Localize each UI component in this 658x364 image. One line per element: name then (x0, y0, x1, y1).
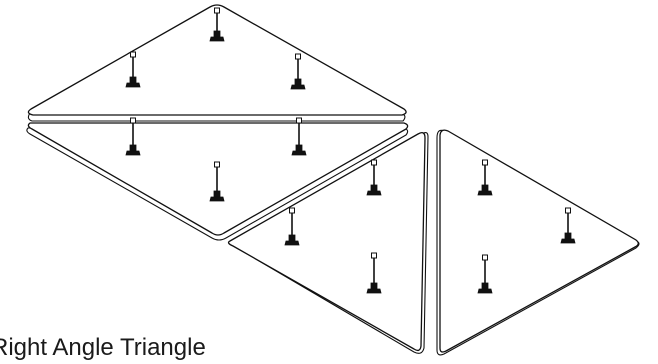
mounting-post (366, 252, 382, 294)
mounting-post (284, 207, 300, 246)
mount-base (366, 190, 382, 196)
mount-cap (295, 53, 301, 60)
mount-clip (213, 30, 221, 38)
mount-base (366, 288, 382, 294)
mount-base (560, 238, 576, 244)
mount-base (284, 240, 300, 246)
mount-base (125, 82, 141, 88)
mount-base (209, 36, 225, 42)
right-triangle-panel (436, 129, 640, 356)
middle-panel-face (27, 122, 409, 236)
mount-cap (296, 117, 302, 124)
mounting-post (477, 254, 493, 294)
mount-clip (564, 232, 572, 240)
mount-clip (288, 234, 296, 242)
mount-clip (370, 282, 378, 290)
mount-clip (294, 78, 302, 86)
mounting-post (291, 117, 307, 156)
mount-clip (370, 184, 378, 192)
mount-base (477, 190, 493, 196)
mount-base (291, 150, 307, 156)
mounting-posts (125, 7, 576, 294)
mount-clip (129, 76, 137, 84)
mounting-post (209, 161, 225, 202)
mount-cap (130, 51, 136, 58)
mount-base (125, 150, 141, 156)
mount-cap (289, 207, 295, 214)
mount-cap (482, 254, 488, 261)
mount-base (290, 84, 306, 90)
mount-cap (371, 159, 377, 166)
mount-clip (213, 190, 221, 198)
mount-base (209, 196, 225, 202)
mount-clip (481, 282, 489, 290)
mount-clip (129, 144, 137, 152)
mount-cap (371, 252, 377, 259)
shape-caption: Right Angle Triangle (0, 334, 206, 361)
mount-cap (482, 159, 488, 166)
right-panel-face (439, 129, 639, 353)
mount-base (477, 288, 493, 294)
mounting-post (477, 159, 493, 196)
mount-cap (565, 207, 571, 214)
mounting-post (560, 207, 576, 244)
mount-clip (295, 144, 303, 152)
top-triangle-panel (27, 4, 407, 122)
mounting-post (125, 117, 141, 156)
mount-clip (481, 184, 489, 192)
mount-cap (214, 7, 220, 14)
mount-cap (214, 161, 220, 168)
mounting-post (366, 159, 382, 196)
top-panel-face (27, 4, 407, 116)
mounting-post (290, 53, 306, 90)
mounting-post (125, 51, 141, 88)
mount-cap (130, 117, 136, 124)
mounting-post (209, 7, 225, 42)
